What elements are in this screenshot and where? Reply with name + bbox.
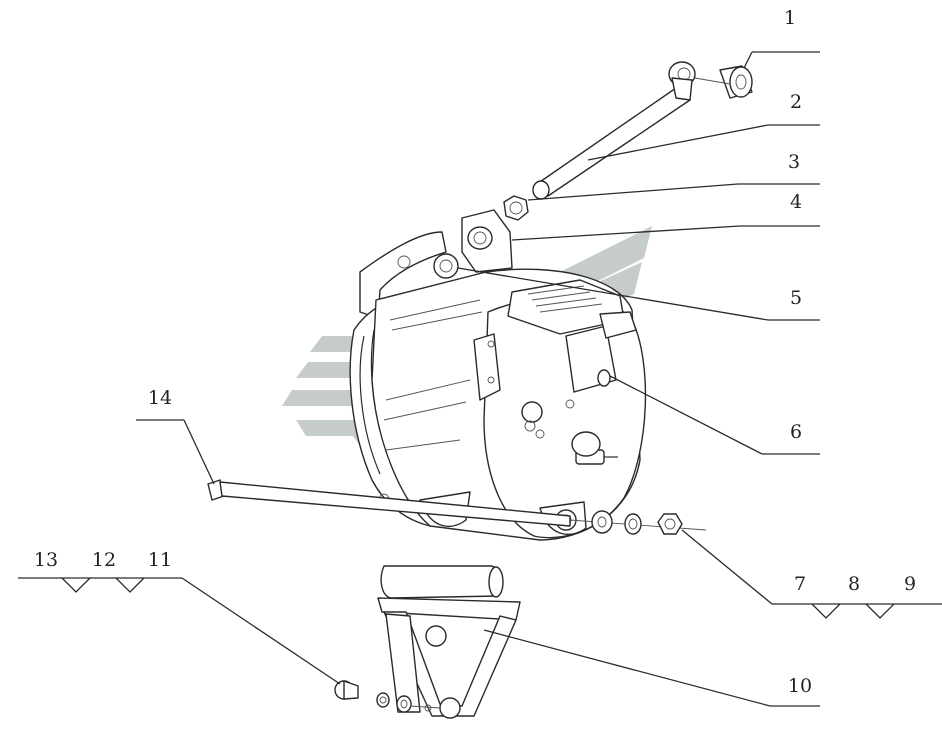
leader-lines [18,51,942,707]
callout-7: 7 [794,573,806,595]
part-1-bushing [694,65,753,99]
part-2-adjusting-rod [532,61,696,200]
callout-1: 1 [784,7,796,29]
callout-6: 6 [790,421,802,443]
part-13-small-bolt [334,680,359,700]
callout-4: 4 [790,191,802,213]
part-3-nut [503,195,529,221]
callout-8: 8 [848,573,860,595]
part-14-long-bolt [207,479,707,531]
part-4-bracket [461,209,513,273]
callout-13: 13 [34,549,58,571]
part-9-nut [657,513,683,535]
part-8-spring-washer [624,513,642,535]
alternator-body [349,231,647,541]
part-11-flat-washer [396,695,441,713]
callout-labels: 1 2 3 4 5 6 7 8 9 10 11 12 13 14 [34,7,916,697]
callout-14: 14 [148,387,172,409]
callout-9: 9 [904,573,916,595]
callout-10: 10 [788,675,812,697]
callout-2: 2 [790,91,802,113]
part-5-spacer [433,253,459,279]
callout-12: 12 [92,549,116,571]
callout-5: 5 [790,287,802,309]
part-7-flat-washer [591,510,613,534]
callout-3: 3 [788,151,800,173]
callout-11: 11 [148,549,172,571]
part-10-mounting-bracket [377,565,521,719]
part-12-spring-washer [376,692,390,708]
